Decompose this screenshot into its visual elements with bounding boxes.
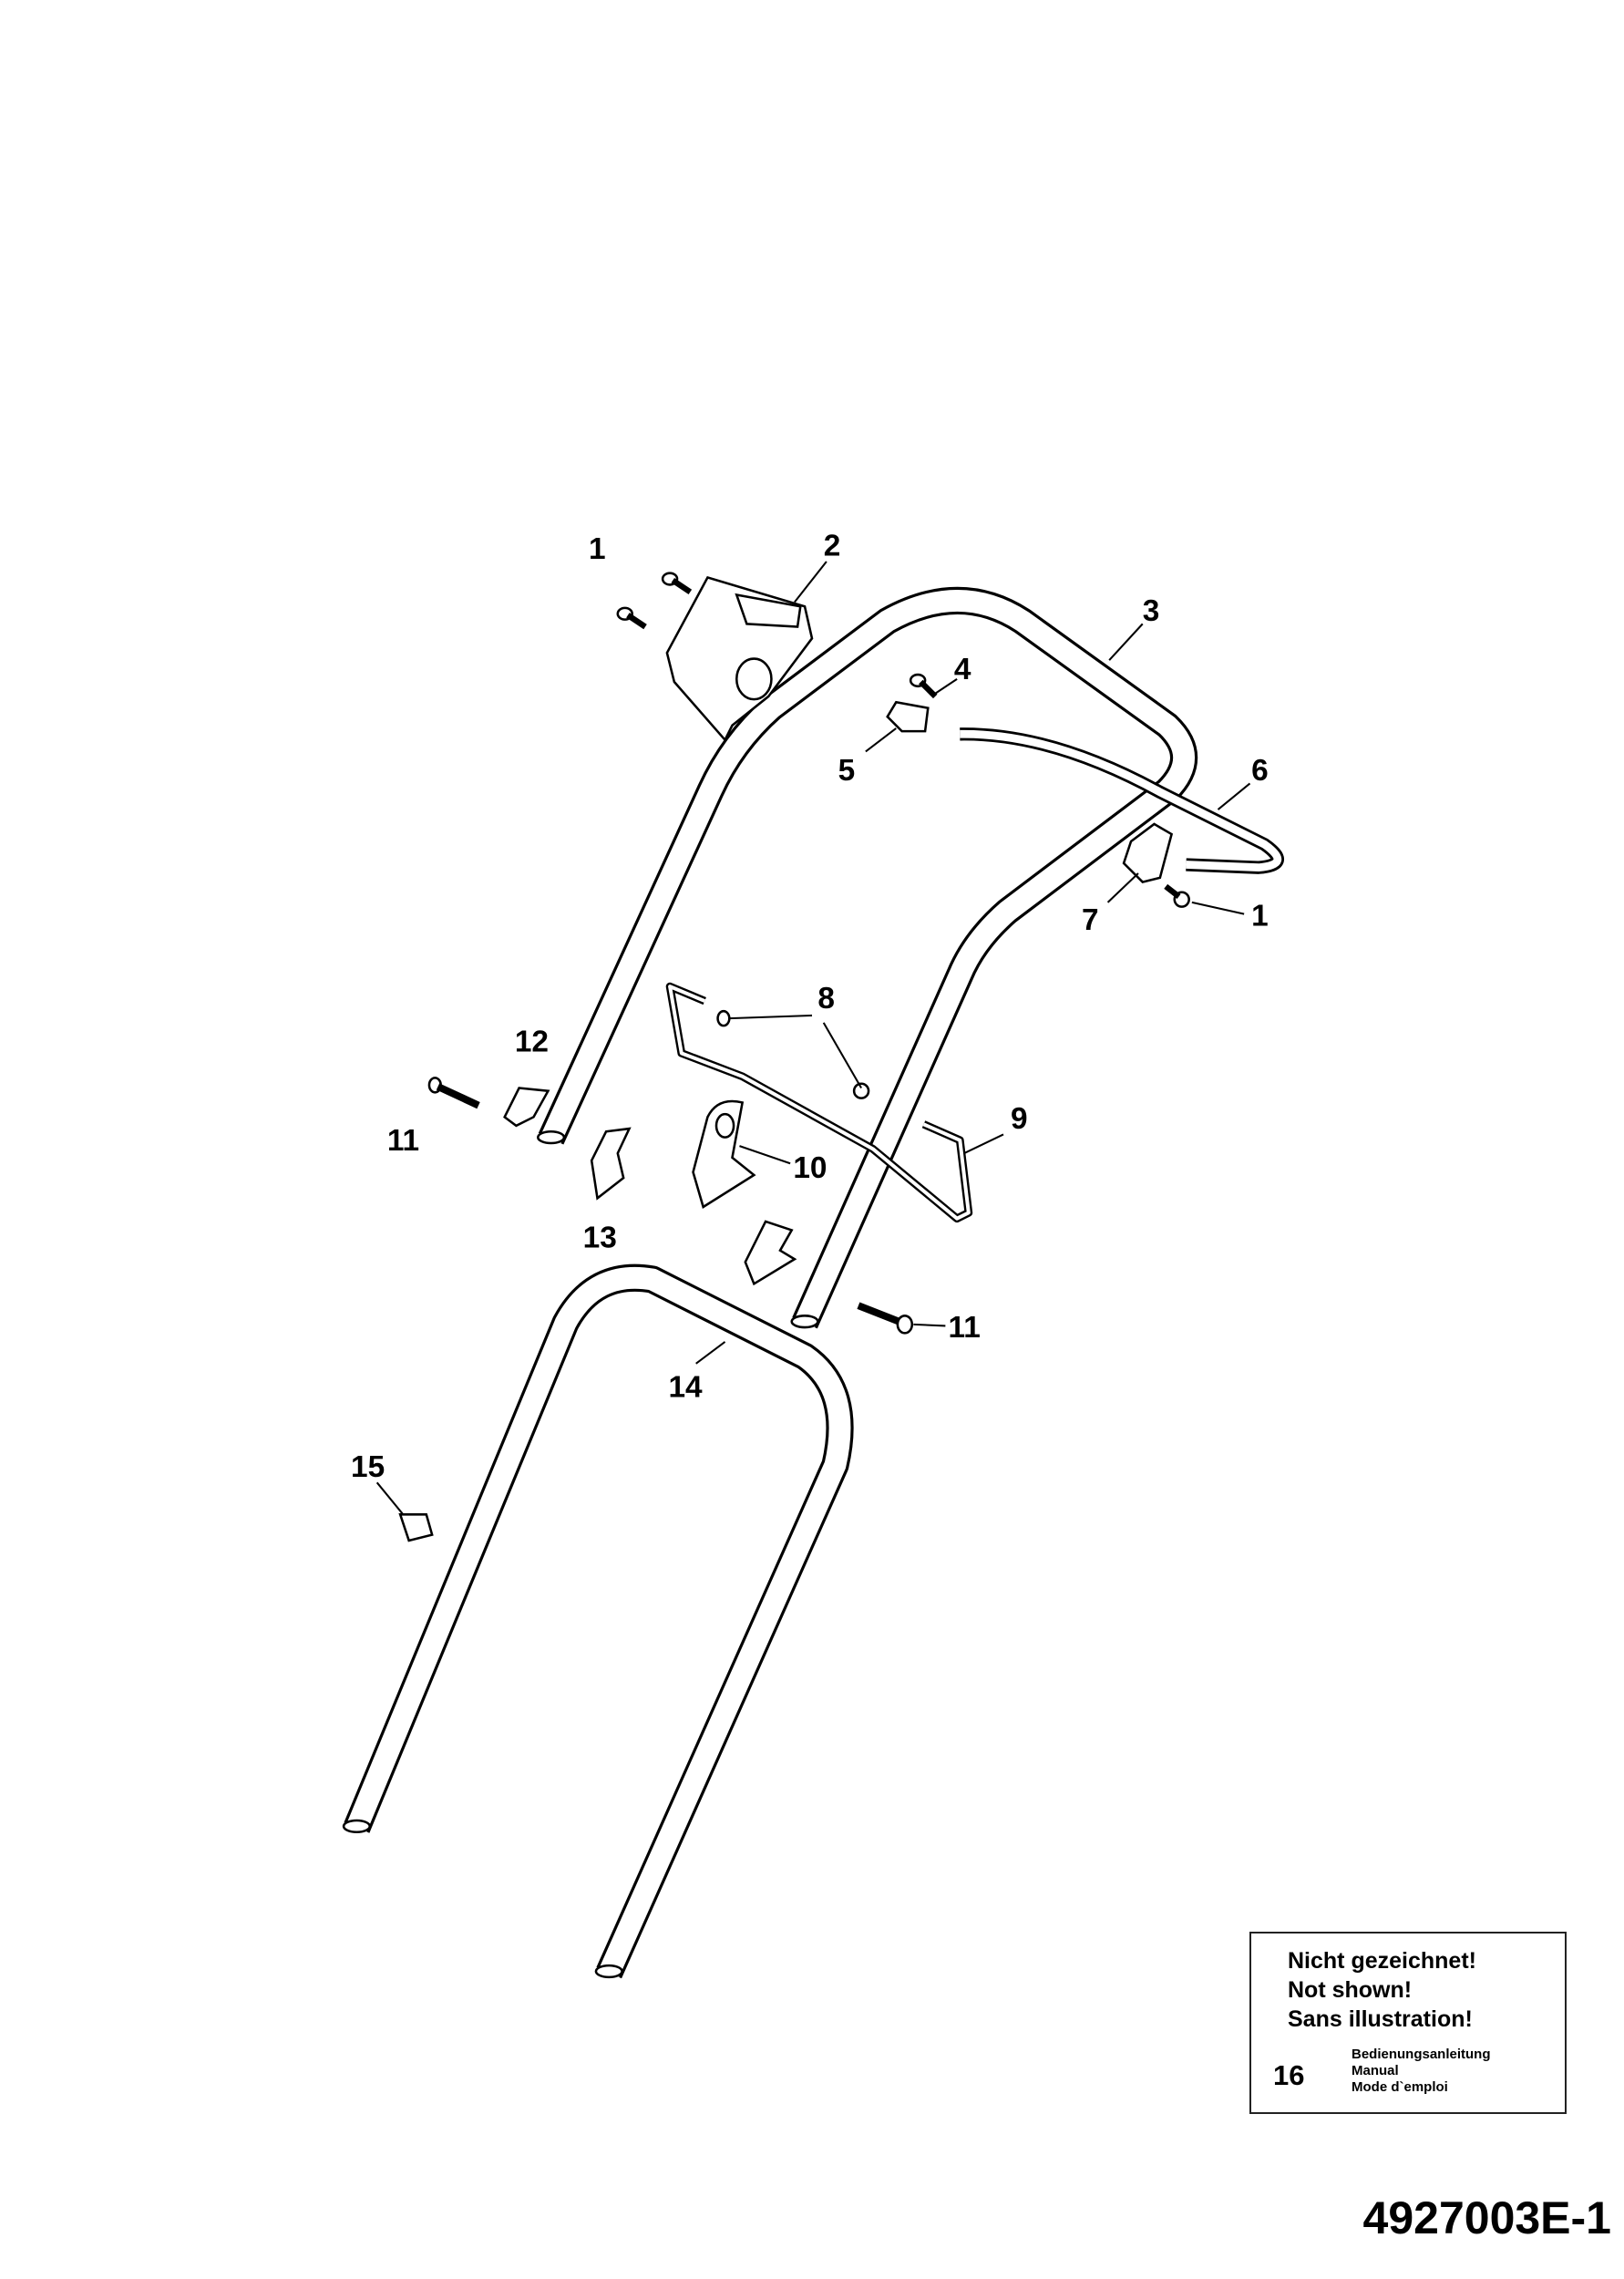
- clamp-part-7: [1122, 822, 1174, 883]
- item-description: Bedienungsanleitung: [1352, 2047, 1491, 2062]
- not-shown-note-box: Nicht gezeichnet! Not shown! Sans illust…: [1249, 1932, 1567, 2114]
- item-description: Manual: [1352, 2063, 1399, 2078]
- callout-label: 4: [954, 653, 971, 686]
- callout-label: 10: [793, 1151, 827, 1185]
- callout-label: 8: [817, 982, 835, 1016]
- ring-part-8: [716, 1009, 870, 1099]
- upper-handle-part-3: [537, 586, 1198, 1329]
- bolt-part-11: [857, 1302, 914, 1335]
- callout-label: 12: [515, 1026, 549, 1059]
- screw-part-1: [616, 606, 647, 630]
- callout-label: 3: [1143, 594, 1160, 628]
- plug-part-15: [398, 1513, 434, 1542]
- screw-part-4: [909, 673, 938, 699]
- callout-label: 7: [1082, 903, 1099, 937]
- callout-label: 1: [589, 532, 606, 566]
- note-line: Not shown!: [1288, 1977, 1413, 2003]
- callout-label: 9: [1011, 1102, 1028, 1136]
- screw-part-1: [1164, 883, 1190, 908]
- note-line: Nicht gezeichnet!: [1288, 1948, 1476, 1974]
- callout-label: 2: [824, 530, 841, 563]
- callout-label: 15: [351, 1450, 385, 1484]
- drawing-code: 4927003E-1: [1362, 2192, 1611, 2243]
- callout-label: 5: [838, 754, 856, 788]
- callout-label: 1: [1251, 899, 1269, 933]
- lower-handle-part-14: [342, 1263, 854, 1979]
- callout-label: 14: [668, 1370, 703, 1404]
- knob-part-13: [590, 1127, 632, 1201]
- clip-part-5: [886, 700, 930, 733]
- callout-label: 13: [583, 1222, 617, 1255]
- bracket-part-12: [503, 1087, 550, 1128]
- note-line: Sans illustration!: [1288, 2006, 1473, 2032]
- callout-label: 11: [387, 1124, 419, 1158]
- item-description: Mode d`emploi: [1352, 2079, 1448, 2095]
- knob-part-13: [744, 1220, 797, 1286]
- bolt-part-11: [427, 1077, 480, 1109]
- item-number: 16: [1273, 2059, 1305, 2091]
- cable-rod-part-6: [960, 727, 1284, 874]
- leader-lines: [375, 561, 1251, 1515]
- lever-part-10: [692, 1099, 756, 1209]
- screw-part-1: [661, 572, 693, 595]
- control-housing-part-2: [665, 575, 814, 742]
- callout-label: 6: [1251, 754, 1269, 788]
- callout-label: 11: [949, 1311, 981, 1345]
- wire-bracket-part-9: [665, 982, 973, 1223]
